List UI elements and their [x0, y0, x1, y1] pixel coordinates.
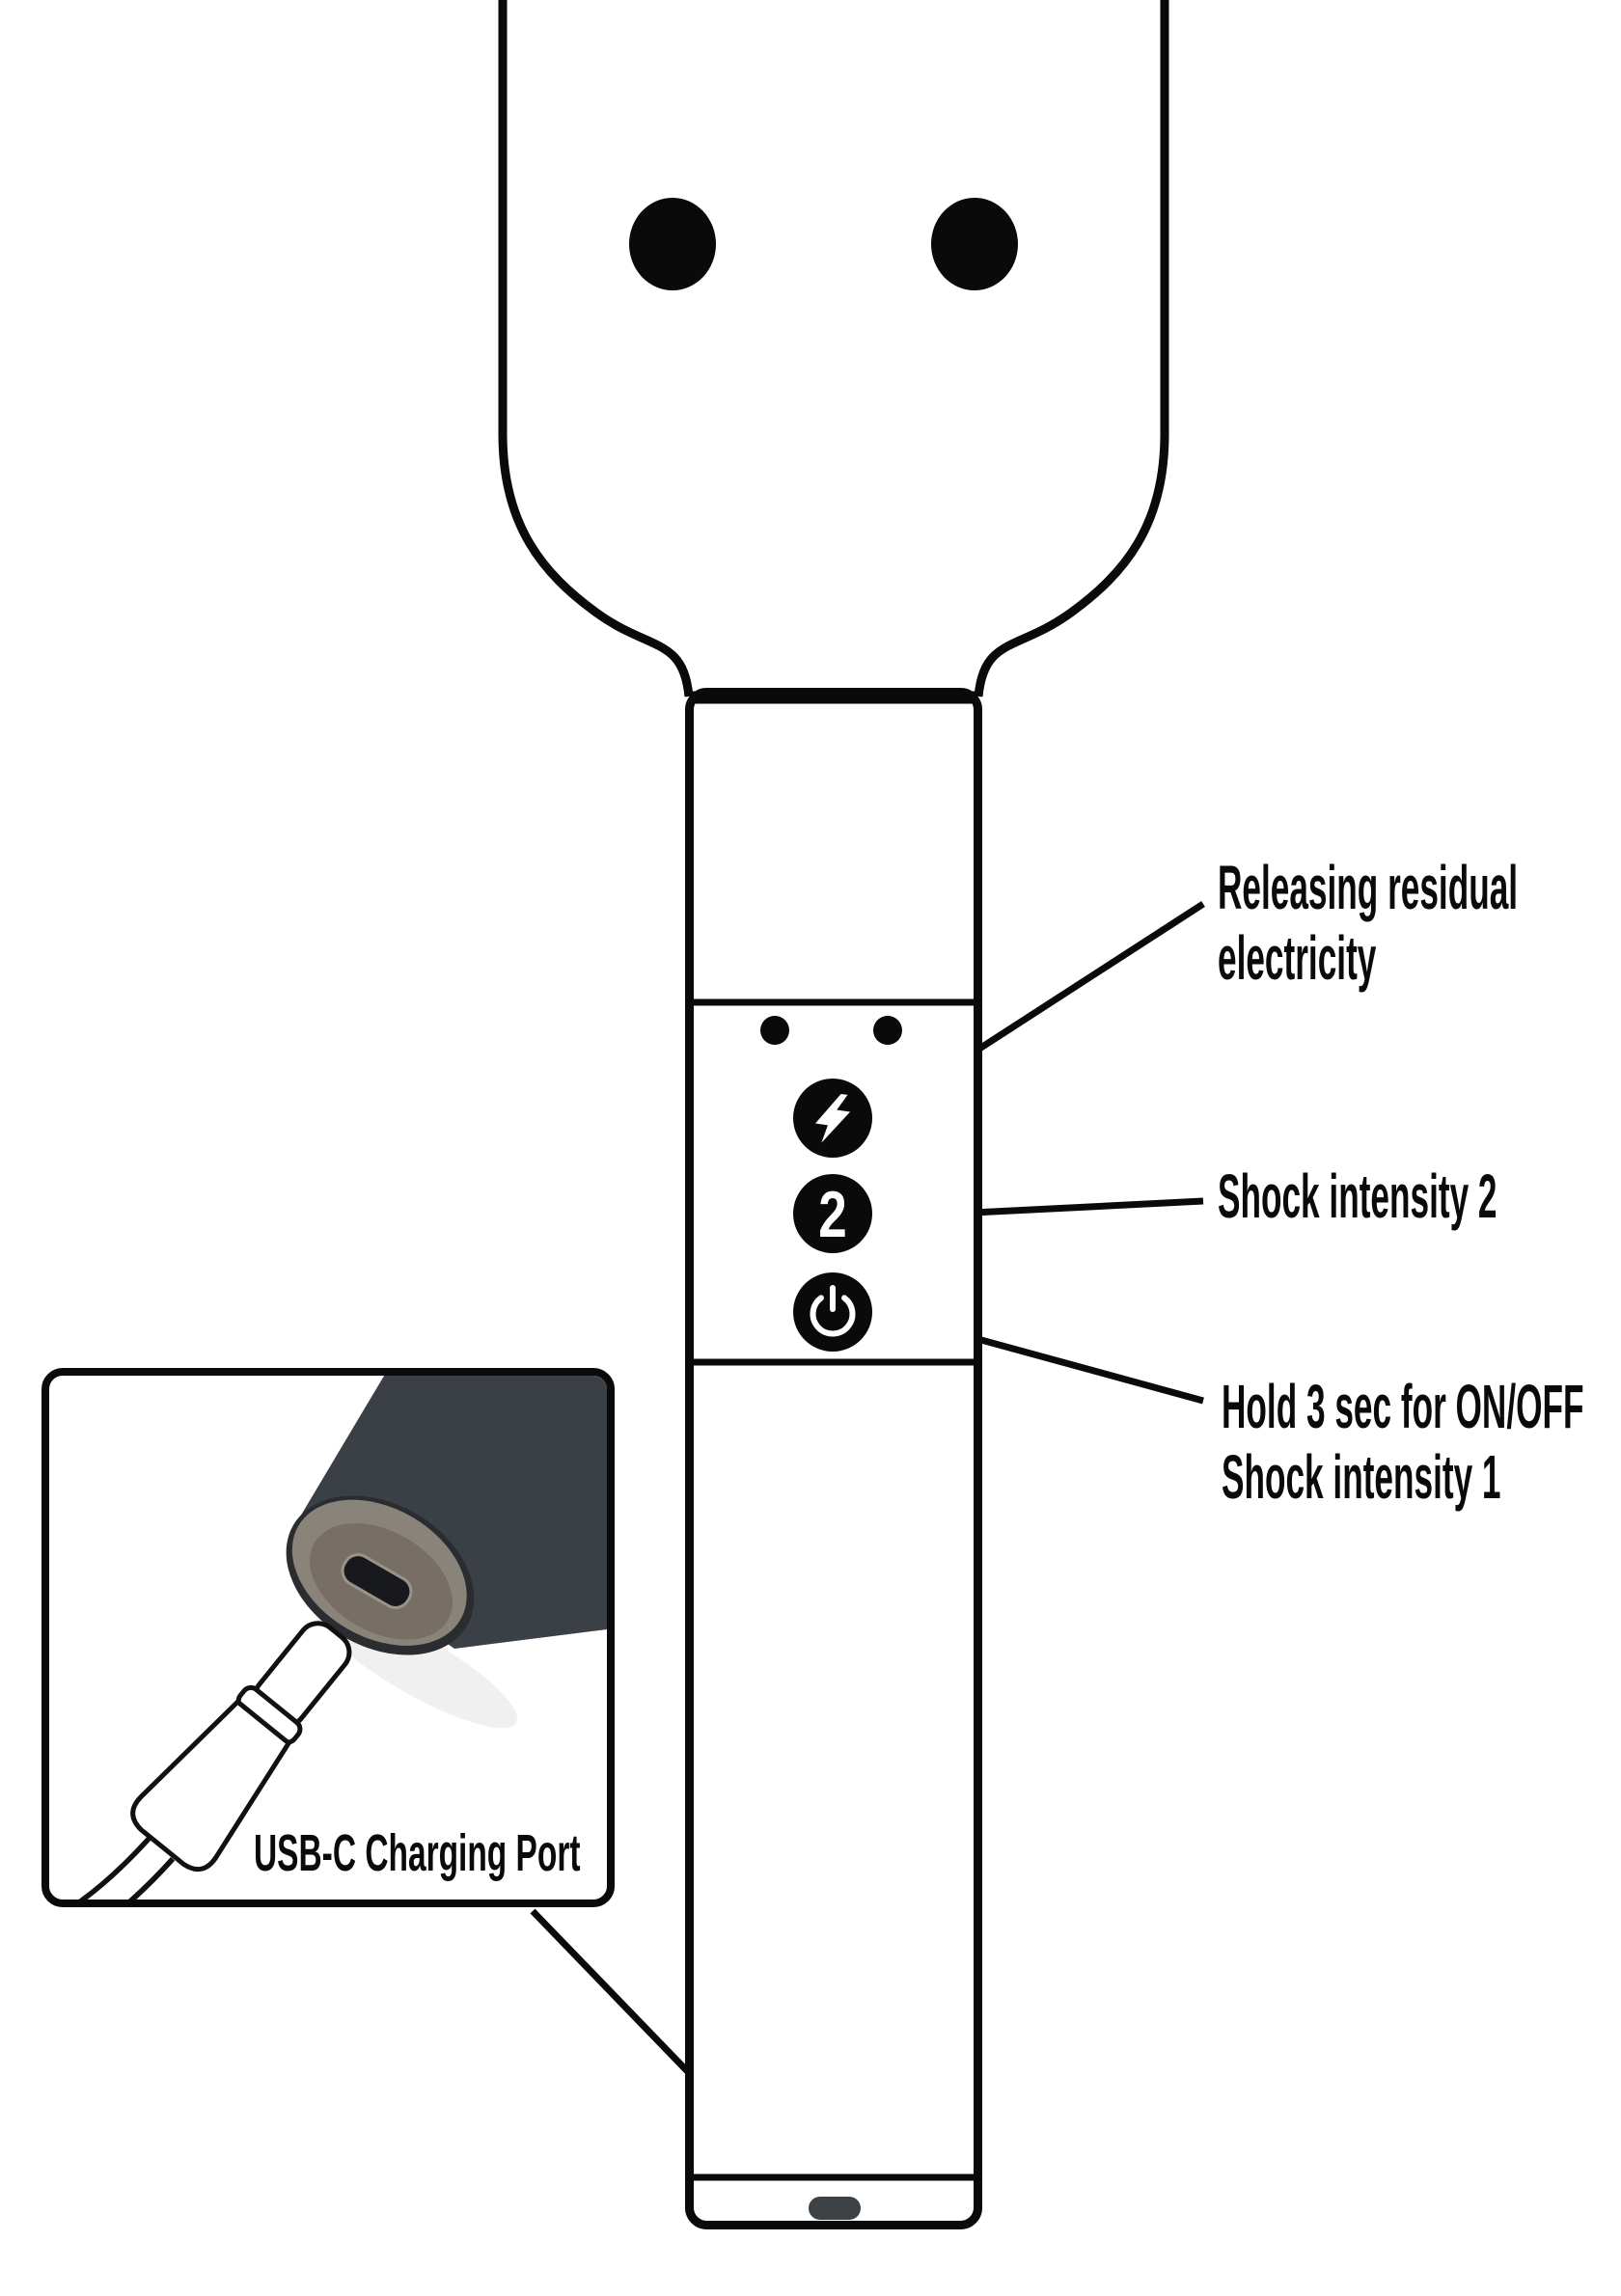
electrode-dot-left	[629, 198, 716, 290]
lightning-icon	[815, 1093, 851, 1143]
usb-inset-box: USB-C Charging Port	[41, 1368, 615, 1907]
usb-slot	[341, 1553, 413, 1609]
callout-label-power: Hold 3 sec for ON/OFF Shock intensity 1	[1222, 1372, 1584, 1513]
paddle-left-edge	[498, 0, 694, 697]
indicator-dot-left	[760, 1016, 789, 1045]
callout-label-intensity2: Shock intensity 2	[1218, 1162, 1497, 1232]
handle-body	[685, 688, 982, 2229]
intensity-2-button	[793, 1174, 872, 1253]
indicator-dot-right	[873, 1016, 902, 1045]
paddle-right-edge	[974, 0, 1169, 697]
electrode-dot-right	[931, 198, 1018, 290]
intensity-2-button-label: 2	[818, 1178, 847, 1251]
callout-label-power-line2: Shock intensity 1	[1222, 1442, 1501, 1512]
power-icon	[810, 1285, 856, 1337]
usb-inset-label: USB-C Charging Port	[254, 1824, 581, 1882]
callout-label-residual: Releasing residual electricity	[1218, 853, 1518, 994]
usb-cable-connector	[49, 1621, 352, 1900]
callout-label-intensity2-line1: Shock intensity 2	[1218, 1162, 1497, 1231]
callout-label-residual-line2: electricity	[1218, 923, 1377, 993]
callout-label-residual-line1: Releasing residual	[1218, 853, 1519, 922]
usb-cylinder-face	[286, 1495, 475, 1655]
callout-label-power-line1: Hold 3 sec for ON/OFF	[1222, 1372, 1584, 1441]
cable-core	[49, 1838, 173, 1900]
usb-inset-art	[49, 1376, 607, 1900]
charging-port-oval	[809, 2197, 861, 2220]
connector-body	[130, 1698, 292, 1872]
